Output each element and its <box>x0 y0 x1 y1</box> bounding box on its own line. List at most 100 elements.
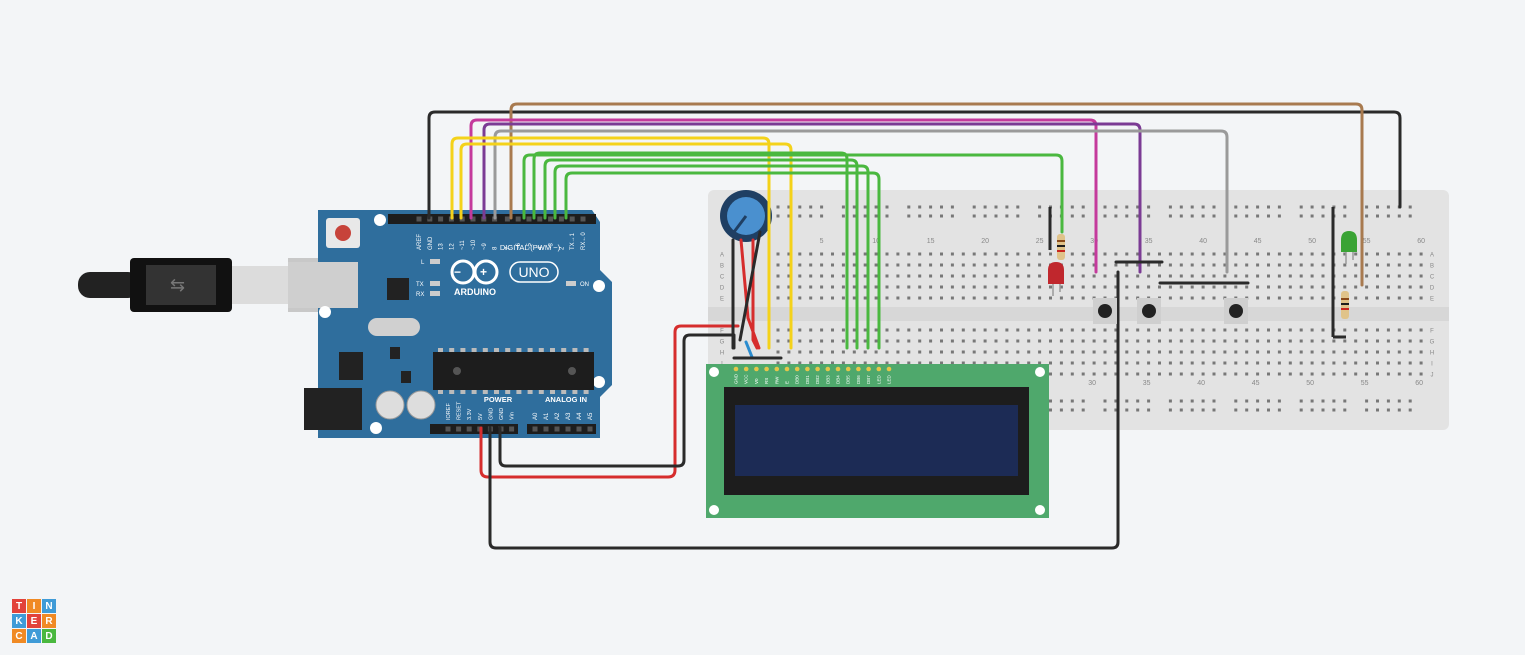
led-rx-label: RX <box>416 292 424 298</box>
power-pin[interactable] <box>509 426 515 432</box>
analog-pin[interactable] <box>565 426 571 432</box>
wire-black-gnd-top[interactable] <box>427 110 1402 220</box>
col-number: 30 <box>1090 238 1098 245</box>
pushbuttons[interactable] <box>1093 298 1248 324</box>
digital-pin[interactable] <box>438 216 444 222</box>
lcd-pin[interactable] <box>794 366 800 372</box>
lcd-pin[interactable] <box>825 366 831 372</box>
lcd-pin[interactable] <box>856 366 861 372</box>
analog-pin[interactable] <box>576 426 582 432</box>
wire-black-gnd-lcd[interactable] <box>498 333 736 468</box>
wire-yellow-pin12b[interactable] <box>459 142 793 350</box>
regulator <box>339 352 363 380</box>
power-pin-label: 5V <box>478 413 484 420</box>
digital-pin[interactable] <box>515 216 521 222</box>
lcd-pin-label: RW <box>774 376 779 384</box>
digital-pin[interactable] <box>416 216 422 222</box>
lcd-pin[interactable] <box>733 366 739 372</box>
lcd-pin[interactable] <box>805 366 810 372</box>
wire-green-pin3[interactable] <box>553 164 870 350</box>
mount-hole <box>593 376 605 388</box>
usb-connector <box>232 266 288 304</box>
power-pin[interactable] <box>445 426 451 432</box>
row-letter: C <box>720 275 725 281</box>
digital-pin[interactable] <box>504 216 510 222</box>
wire-green-pin2[interactable] <box>564 171 881 350</box>
logo-letter: N <box>42 599 56 613</box>
power-pin[interactable] <box>456 426 462 432</box>
wire-red-pot[interactable] <box>739 238 761 350</box>
power-pin-label: 3.3V <box>467 408 473 420</box>
digital-pin[interactable] <box>459 216 465 222</box>
lcd-pin[interactable] <box>845 366 851 372</box>
lcd-pin[interactable] <box>835 366 841 372</box>
leds-resistors[interactable] <box>1048 231 1357 319</box>
reset-button-cap[interactable] <box>335 225 351 241</box>
wire-yellow-pin12[interactable] <box>450 136 771 350</box>
lcd-pin[interactable] <box>876 366 882 372</box>
lcd-pin[interactable] <box>764 366 769 372</box>
analog-pin[interactable] <box>543 426 549 432</box>
led-l <box>430 259 440 264</box>
digital-pin[interactable] <box>470 216 476 222</box>
lcd-pin[interactable] <box>754 366 759 372</box>
power-pin[interactable] <box>466 426 472 432</box>
analog-pin[interactable] <box>554 426 560 432</box>
lcd-pin[interactable] <box>743 366 749 372</box>
uno-badge <box>509 261 559 283</box>
digital-pin[interactable] <box>537 216 543 222</box>
lcd-pin[interactable] <box>886 366 892 372</box>
analog-label: ANALOG IN <box>545 395 587 404</box>
mount-hole <box>709 367 719 377</box>
analog-pin[interactable] <box>532 426 538 432</box>
wire-purple-pin9[interactable] <box>482 122 1142 274</box>
power-label: POWER <box>484 395 513 404</box>
row-letter: H <box>1430 351 1434 357</box>
mount-hole <box>1035 505 1045 515</box>
lcd-pin-label: DB7 <box>866 375 871 384</box>
wire-green-pin4[interactable] <box>543 158 859 350</box>
wire-gray-pin8[interactable] <box>493 129 1229 274</box>
digital-pin[interactable] <box>558 216 564 222</box>
lcd-pin[interactable] <box>815 366 820 372</box>
col-number: 40 <box>1197 380 1205 387</box>
analog-pin[interactable] <box>587 426 593 432</box>
col-number: 45 <box>1254 238 1262 245</box>
col-number: 30 <box>1088 380 1096 387</box>
lcd-pin[interactable] <box>774 366 780 372</box>
green-led[interactable] <box>1341 231 1357 252</box>
arduino-uno[interactable]: ⇆ − + UNO <box>78 210 612 438</box>
digital-pin[interactable] <box>526 216 532 222</box>
usb-chip <box>387 278 409 300</box>
wire-black-pot-b[interactable] <box>738 230 762 342</box>
wire-red-5v[interactable] <box>479 324 740 479</box>
analog-pin-label: A5 <box>588 412 594 420</box>
lcd-pin[interactable] <box>866 366 871 372</box>
usb-port-housing <box>288 262 358 308</box>
wire-green-pin5[interactable] <box>532 151 849 350</box>
lcd-pin-label: DB0 <box>795 375 800 384</box>
wire-blue-v0[interactable] <box>744 340 754 359</box>
logo-letter: C <box>12 629 26 643</box>
mount-hole <box>319 306 331 318</box>
wire-black-gnd-bottom[interactable] <box>488 270 1120 550</box>
digital-pin[interactable] <box>580 216 586 222</box>
mount-hole <box>709 505 719 515</box>
wires[interactable] <box>427 102 1402 550</box>
digital-pin[interactable] <box>569 216 575 222</box>
wire-green-pin6[interactable] <box>522 153 1064 234</box>
lcd-pin[interactable] <box>784 366 790 372</box>
row-letter: D <box>1430 286 1435 292</box>
digital-pin[interactable] <box>548 216 554 222</box>
red-led[interactable] <box>1048 262 1064 284</box>
digital-pin-label: ~3 <box>549 242 555 250</box>
wire-brown-pin7[interactable] <box>509 102 1364 287</box>
potentiometer[interactable] <box>720 190 772 242</box>
